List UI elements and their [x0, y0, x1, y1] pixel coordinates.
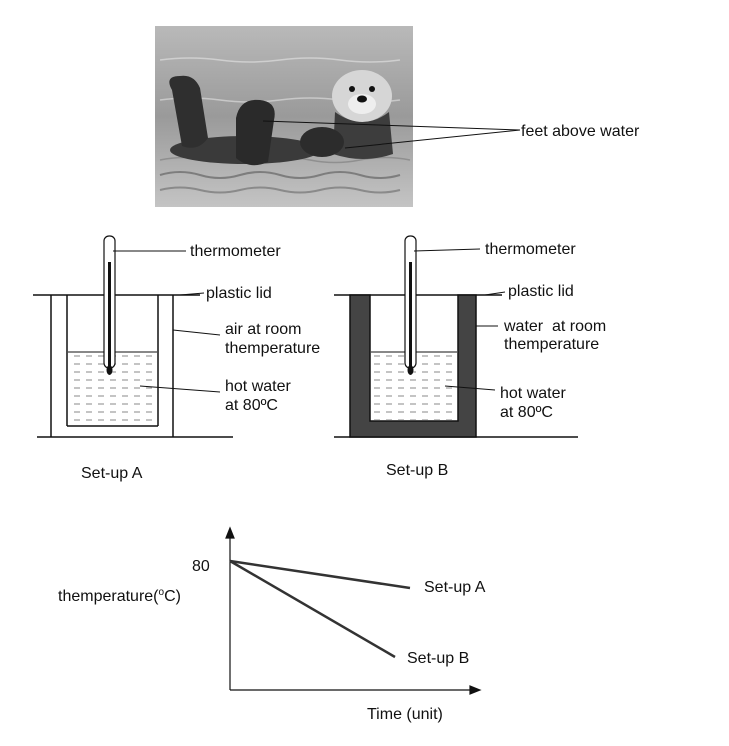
y-axis-label: themperature(oC): [58, 587, 181, 605]
setup-b-diagram: [334, 294, 578, 438]
setup-b-pointers: [413, 248, 506, 391]
setup-a-inner-label-2: at 80ºC: [225, 397, 278, 414]
x-axis-label: Time (unit): [367, 706, 443, 723]
series-line-setup-b: [229, 559, 396, 659]
feet-pointer-lines: [262, 120, 521, 149]
setup-b-inner-label-1: hot water: [500, 385, 566, 402]
setup-a-outer-label-2: themperature: [225, 340, 320, 357]
setup-b-caption: Set-up B: [386, 462, 448, 479]
setup-b-thermometer: [404, 235, 417, 375]
setup-a-outer-label-1: air at room: [225, 321, 301, 338]
setup-a-thermometer-label: thermometer: [190, 243, 281, 260]
series-label-setup-a: Set-up A: [424, 579, 486, 596]
graph-axes: [225, 526, 482, 695]
setup-b-lid-label: plastic lid: [508, 283, 574, 300]
setup-a-diagram: [33, 294, 233, 438]
setup-a-pointers: [113, 250, 221, 393]
setup-b-outer-label-2: themperature: [504, 336, 599, 353]
series-label-setup-b: Set-up B: [407, 650, 469, 667]
setup-b-inner-label-2: at 80ºC: [500, 404, 553, 421]
setup-a-lid-label: plastic lid: [206, 285, 272, 302]
plot-area: Set-up A Set-up B: [229, 559, 486, 667]
setup-a-caption: Set-up A: [81, 465, 143, 482]
sea-otter-photo: [155, 26, 413, 207]
series-line-setup-a: [229, 559, 411, 590]
setup-a-inner-label-1: hot water: [225, 378, 291, 395]
feet-above-water-label: feet above water: [521, 123, 640, 140]
setup-b-thermometer-label: thermometer: [485, 241, 576, 258]
y-tick-80: 80: [192, 558, 210, 575]
setup-a-thermometer: [103, 235, 116, 375]
setup-b-outer-label-1: water at room: [503, 318, 606, 335]
